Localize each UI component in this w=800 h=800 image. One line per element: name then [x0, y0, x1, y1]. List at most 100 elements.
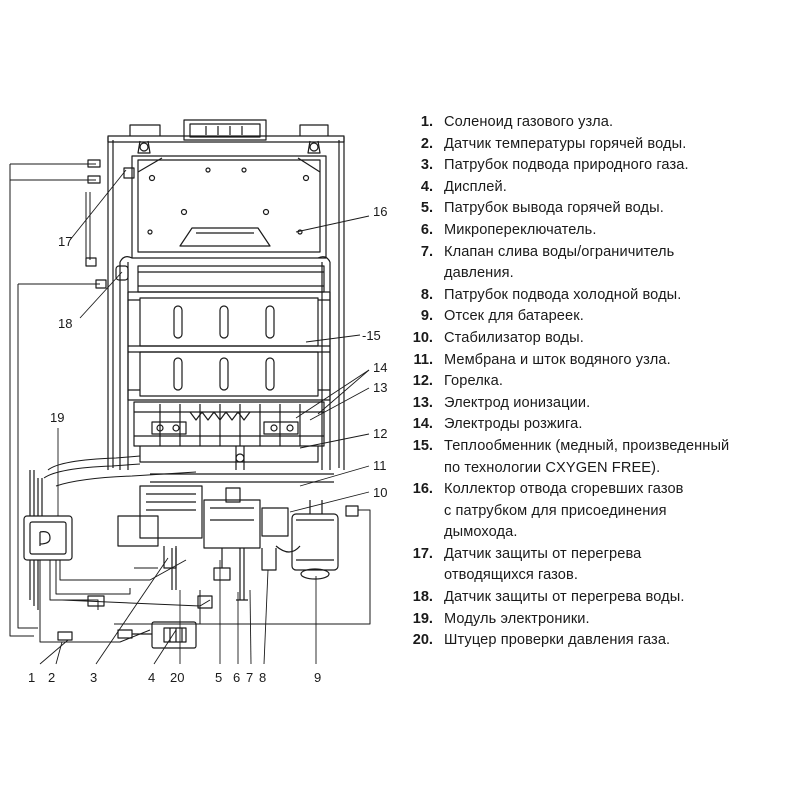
legend-text: Соленоид газового узла.	[444, 114, 614, 130]
callout-labels: 1 2 3 4 20 5 6 7 8 9 10 11 12 13 14 -15 …	[28, 204, 387, 685]
legend-text: с патрубком для присоединения	[444, 502, 667, 519]
legend-item: 8.Патрубок подвода холодной воды.	[411, 285, 796, 307]
leader-lines	[39, 169, 370, 665]
legend-number: 13.	[412, 394, 433, 411]
electronics-module	[23, 470, 73, 610]
callout-18: 18	[58, 316, 72, 331]
callout-17: 17	[58, 234, 72, 249]
callout-15: -15	[362, 328, 381, 343]
legend-text: дымохода.	[444, 524, 518, 541]
legend-text: Клапан слива воды/ограничитель	[444, 243, 675, 260]
legend-number: 6.	[420, 221, 433, 238]
legend-number	[411, 522, 433, 544]
legend-text: Дисплей.	[444, 178, 507, 195]
legend-number: 9.	[420, 308, 433, 325]
legend-item: 20. Штуцер проверки давления газа.	[411, 630, 796, 652]
legend-number: 12.	[412, 373, 433, 390]
legend-item: 5. Патрубок вывода горячей воды.	[411, 198, 796, 220]
legend-number: 15.	[412, 437, 433, 454]
legend-item: 14. Электроды розжига.	[411, 414, 796, 436]
sensor-connectors	[85, 159, 135, 289]
legend-text: Электроды розжига.	[444, 416, 583, 433]
legend-text: Датчик температуры горячей воды.	[444, 135, 687, 152]
legend-number	[411, 458, 433, 480]
callout-14: 14	[373, 360, 387, 375]
callout-11: 11	[373, 458, 387, 473]
legend-text: Горелка.	[444, 373, 503, 390]
legend-text: Отсек для батареек.	[444, 308, 584, 325]
legend-item-continuation: дымохода.	[411, 522, 796, 544]
legend-item: 3. Патрубок подвода природного газа.	[411, 155, 796, 177]
callout-13: 13	[373, 380, 387, 395]
legend-text: давления.	[444, 265, 514, 282]
legend-text: Теплообменник (медный, произведенный	[444, 437, 730, 454]
callout-5: 5	[215, 670, 222, 685]
legend-text: Штуцер проверки давления газа.	[444, 632, 671, 649]
legend-item: 19. Модуль электроники.	[411, 609, 796, 631]
legend-number: 11.	[413, 351, 433, 368]
legend-item: 2. Датчик температуры горячей воды.	[411, 134, 796, 156]
callout-8: 8	[259, 670, 266, 685]
legend-number: 2.	[420, 135, 433, 152]
callout-12: 12	[373, 426, 387, 441]
legend-number	[411, 501, 433, 523]
legend-item-continuation: с патрубком для присоединения	[411, 501, 796, 523]
callout-20: 20	[170, 670, 184, 685]
legend-item: 17. Датчик защиты от перегрева	[411, 544, 796, 566]
callout-10: 10	[373, 485, 387, 500]
legend-text: по технологии CXYGEN FREE).	[444, 459, 661, 476]
legend-number	[411, 565, 433, 587]
legend-text: Стабилизатор воды.	[444, 329, 584, 346]
legend-text: Электрод ионизации.	[444, 394, 591, 411]
callout-4: 4	[148, 670, 155, 685]
legend-number: 4.	[420, 178, 433, 195]
legend-item: 4. Дисплей.	[411, 177, 796, 199]
legend-text: Датчик защиты от перегрева воды.	[444, 589, 685, 606]
legend-number: 14.	[412, 416, 433, 433]
legend-number: 20.	[412, 632, 433, 649]
gas-water-valve-block	[117, 473, 359, 601]
legend-item: 9. Отсек для батареек.	[411, 306, 796, 328]
legend-item-continuation: отводящихся газов.	[411, 565, 796, 587]
legend-number: 17.	[412, 545, 433, 562]
legend-number: 3.	[420, 157, 433, 174]
lower-fittings	[57, 548, 213, 641]
callout-19: 19	[50, 410, 64, 425]
legend-number: 5.	[420, 200, 433, 217]
heater-frame	[107, 124, 345, 470]
legend-number: 7.	[420, 243, 433, 260]
legend-item-continuation: давления.	[411, 263, 796, 285]
legend-text: Коллектор отвода сгоревших газов	[444, 481, 684, 498]
callout-7: 7	[246, 670, 253, 685]
legend-number: 16.	[412, 481, 433, 498]
legend-item: 12. Горелка.	[411, 371, 796, 393]
legend-text: Микропереключатель.	[444, 221, 597, 238]
callout-3: 3	[90, 670, 97, 685]
parts-legend: 1.Соленоид газового узла.2. Датчик темпер…	[411, 112, 796, 652]
callout-9: 9	[314, 670, 321, 685]
legend-item-continuation: по технологии CXYGEN FREE).	[411, 458, 796, 480]
legend-item: 1.Соленоид газового узла.	[411, 112, 796, 134]
legend-item: 6. Микропереключатель.	[411, 220, 796, 242]
water-pipes	[119, 256, 331, 470]
legend-text: Патрубок вывода горячей воды.	[444, 200, 664, 217]
legend-number: 10.	[412, 329, 433, 346]
legend-number	[411, 263, 433, 285]
heat-exchanger	[127, 265, 331, 401]
legend-item: 7. Клапан слива воды/ограничитель	[411, 242, 796, 264]
legend-text: Датчик защиты от перегрева	[444, 545, 642, 562]
legend-item: 16. Коллектор отвода сгоревших газов	[411, 479, 796, 501]
wiring-harness	[9, 163, 371, 643]
flue-collector	[131, 119, 327, 259]
legend-text: Модуль электроники.	[444, 610, 590, 627]
burner	[133, 401, 325, 470]
display-unit	[117, 621, 197, 649]
legend-item: 13. Электрод ионизации.	[411, 393, 796, 415]
legend-text: Патрубок подвода природного газа.	[444, 157, 689, 174]
callout-6: 6	[233, 670, 240, 685]
legend-number: 19.	[412, 610, 433, 627]
callout-2: 2	[48, 670, 55, 685]
callout-1: 1	[28, 670, 35, 685]
legend-item: 18.Датчик защиты от перегрева воды.	[411, 587, 796, 609]
